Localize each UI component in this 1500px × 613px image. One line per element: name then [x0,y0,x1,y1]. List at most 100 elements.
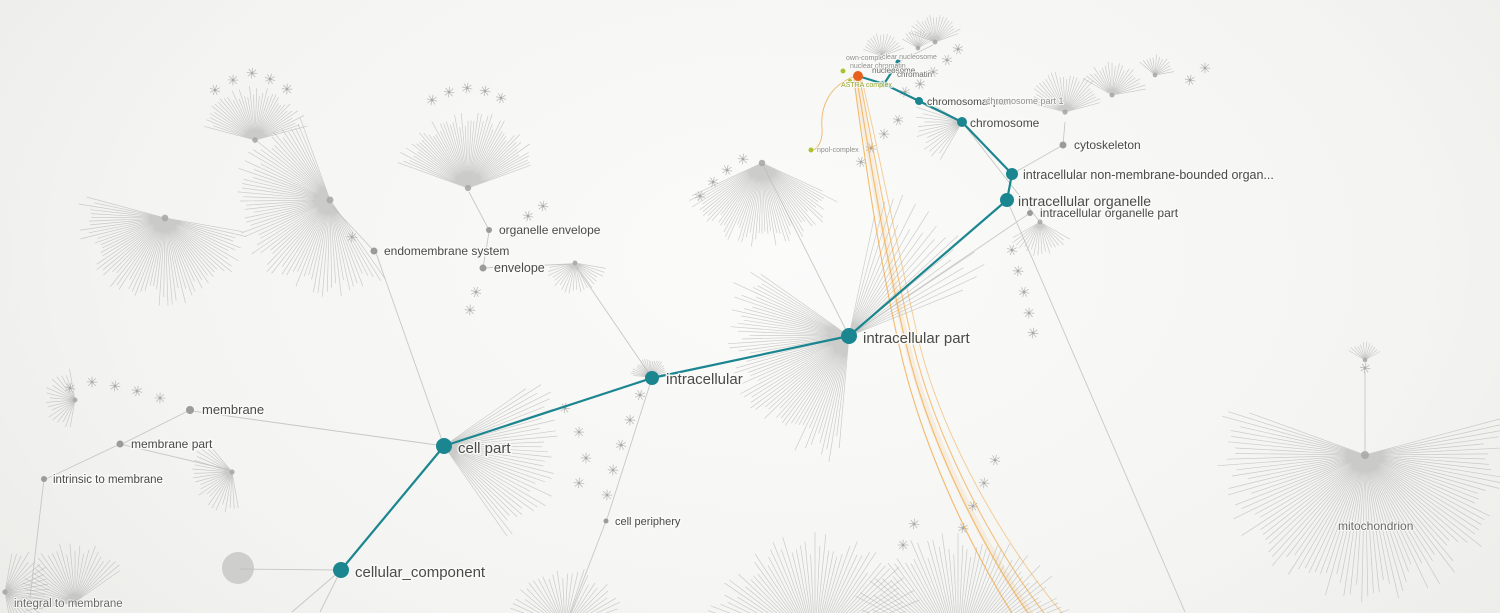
fan-center-dot [1062,109,1068,115]
node-label-endomembrane_system[interactable]: endomembrane system [383,243,511,260]
leaf-cluster-icon [878,128,890,140]
leaf-cluster-icon [694,190,706,202]
leaf-cluster-dot [474,290,478,294]
node-label-organelle_envelope[interactable]: organelle envelope [498,222,603,239]
leaf-cluster-icon [1006,244,1018,256]
leaf-cluster-icon [154,392,166,404]
leaf-cluster-icon [707,176,719,188]
leaf-cluster-dot [584,456,588,460]
leaf-cluster-dot [577,481,581,485]
cluster-label: ASTRA complex [841,82,892,89]
node-membrane[interactable] [186,406,194,414]
leaf-cluster-icon [461,82,473,94]
node-label-envelope[interactable]: envelope [493,260,547,277]
leaf-cluster-icon [464,304,476,316]
leaf-cluster-icon [495,92,507,104]
node-nucleosome_hub[interactable] [853,71,863,81]
fan-center-dot [161,214,169,222]
leaf-cluster-icon [281,83,293,95]
node-label-cellular_component[interactable]: cellular_component [354,563,488,583]
node-label-non_membrane_bounded_organelle[interactable]: intracellular non-membrane-bounded organ… [1022,167,1276,184]
node-endomembrane_system[interactable] [370,247,378,255]
leaf-cluster-icon [601,489,613,501]
leaf-cluster-icon [64,382,76,394]
leaf-cluster-dot [1016,269,1020,273]
leaf-cluster-icon [426,94,438,106]
radial-fan [1027,71,1101,113]
leaf-cluster-dot [638,393,642,397]
radial-fan [707,532,920,613]
leaf-cluster-icon [952,43,964,55]
leaf-cluster-dot [465,86,469,90]
node-organelle_envelope[interactable] [486,227,492,233]
node-intracellular_organelle_part[interactable] [1027,210,1033,216]
radial-fan [548,262,606,294]
leaf-cluster-icon [634,389,646,401]
node-label-intracellular_organelle[interactable]: intracellular organelle [1017,192,1153,211]
leaf-cluster-icon [624,414,636,426]
node-chromosomal_part[interactable] [915,97,923,105]
node-chromosome[interactable] [957,117,967,127]
orange-flow-edge [859,79,1045,613]
leaf-cluster-dot [350,235,354,239]
node-intracellular_part[interactable] [841,328,857,344]
node-intracellular[interactable] [645,371,659,385]
fan-center-dot [252,137,258,143]
radial-fan [78,196,247,306]
leaf-cluster-icon [1023,307,1035,319]
node-nuclear_chromatin_node[interactable] [840,68,846,74]
node-label-chromosomal_part[interactable]: chromosomal part [926,95,1013,110]
leaf-cluster-icon [86,376,98,388]
leaf-cluster-dot [628,418,632,422]
leaf-cluster-dot [931,70,935,74]
node-cytoskeleton[interactable] [1059,141,1067,149]
node-nucleosome_junction[interactable] [895,59,901,65]
leaf-cluster-icon [246,67,258,79]
node-label-intracellular_organelle_part[interactable]: intracellular organelle part [1039,205,1181,222]
leaf-cluster-dot [741,157,745,161]
fan-center-dot [326,196,334,204]
leaf-cluster-dot [605,493,609,497]
node-envelope[interactable] [479,264,487,272]
fan-center-dot [1109,92,1115,98]
orange-flow-edge [812,76,854,151]
leaf-cluster-dot [961,526,965,530]
radial-fan [510,568,621,613]
node-label-membrane[interactable]: membrane [201,401,266,419]
fan-center-dot [1361,451,1369,459]
node-cell_part[interactable] [436,438,452,454]
leaf-cluster-dot [971,504,975,508]
radial-fan [909,14,961,43]
radial-fan [855,533,1070,613]
node-cell_periphery[interactable] [603,518,609,524]
node-intracellular_organelle[interactable] [1000,193,1014,207]
node-label-intracellular[interactable]: intracellular [665,370,745,390]
cluster-label: own-complex [846,55,888,62]
leaf-cluster-dot [993,458,997,462]
node-chromatin_junction[interactable] [880,80,888,88]
leaf-cluster-icon [131,385,143,397]
node-non_membrane_bounded_organelle[interactable] [1006,168,1018,180]
node-npol_complex_node[interactable] [808,147,814,153]
node-label-membrane_part[interactable]: membrane part [130,436,215,453]
node-label-cell_periphery[interactable]: cell periphery [614,515,683,530]
node-membrane_part[interactable] [116,440,124,448]
cluster-label: chromatin [897,70,932,79]
node-intrinsic_to_membrane[interactable] [41,476,47,482]
leaf-cluster-dot [430,98,434,102]
leaf-cluster-dot [945,58,949,62]
node-cellular_component[interactable] [333,562,349,578]
node-label-intracellular_part[interactable]: intracellular part [862,329,973,349]
leaf-cluster-dot [1022,290,1026,294]
leaf-cluster-icon [227,74,239,86]
leaf-cluster-dot [90,380,94,384]
fan-center-dot [464,184,472,192]
node-label-cytoskeleton[interactable]: cytoskeleton [1073,137,1143,154]
node-label-chromosome[interactable]: chromosome [969,115,1042,132]
node-astra_complex_node[interactable] [848,79,852,83]
node-label-cell_part[interactable]: cell part [457,439,513,459]
node-label-intrinsic_to_membrane[interactable]: intrinsic to membrane [52,473,165,488]
leaf-cluster-dot [158,396,162,400]
